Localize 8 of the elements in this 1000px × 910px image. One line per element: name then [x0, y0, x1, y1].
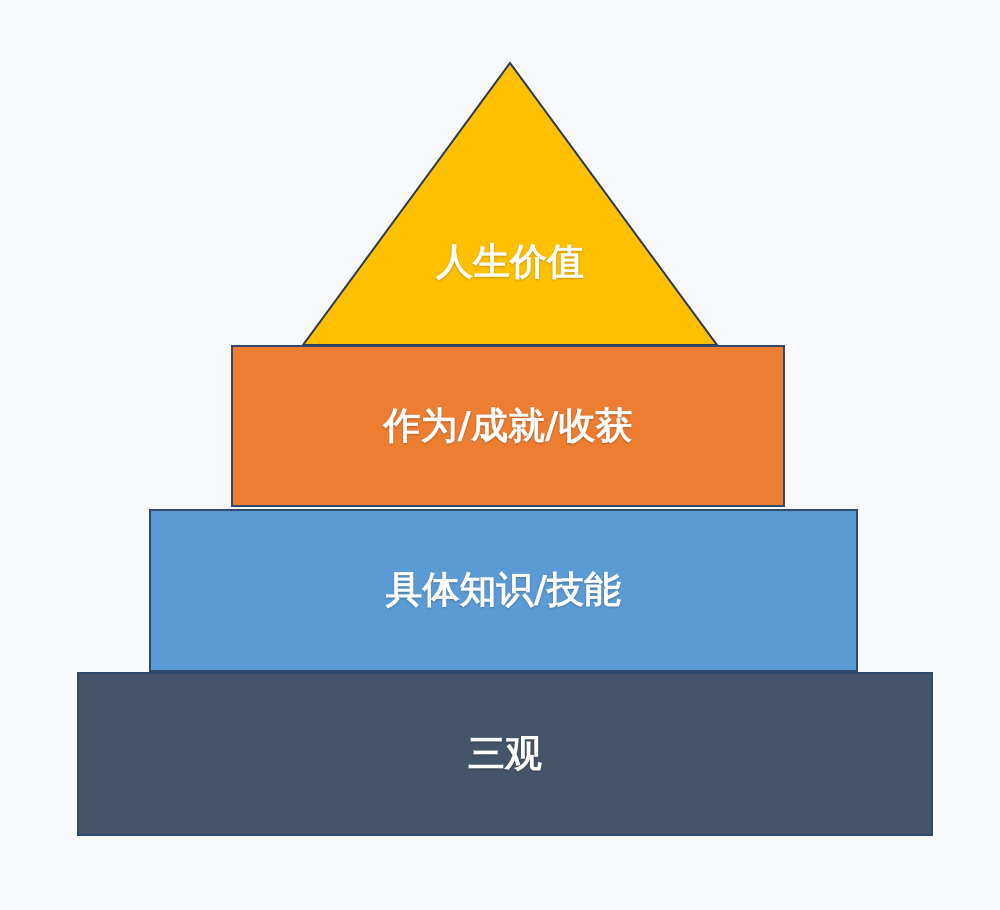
tier-label: 具体知识/技能	[386, 570, 622, 611]
pyramid-tier	[77, 672, 933, 836]
tier-label: 三观	[468, 734, 542, 774]
tier-label: 人生价值	[436, 242, 584, 283]
pyramid-apex	[302, 62, 718, 345]
tier-label: 作为/成就/收获	[383, 406, 633, 446]
pyramid-tier	[149, 509, 858, 672]
pyramid-tier	[231, 345, 785, 507]
